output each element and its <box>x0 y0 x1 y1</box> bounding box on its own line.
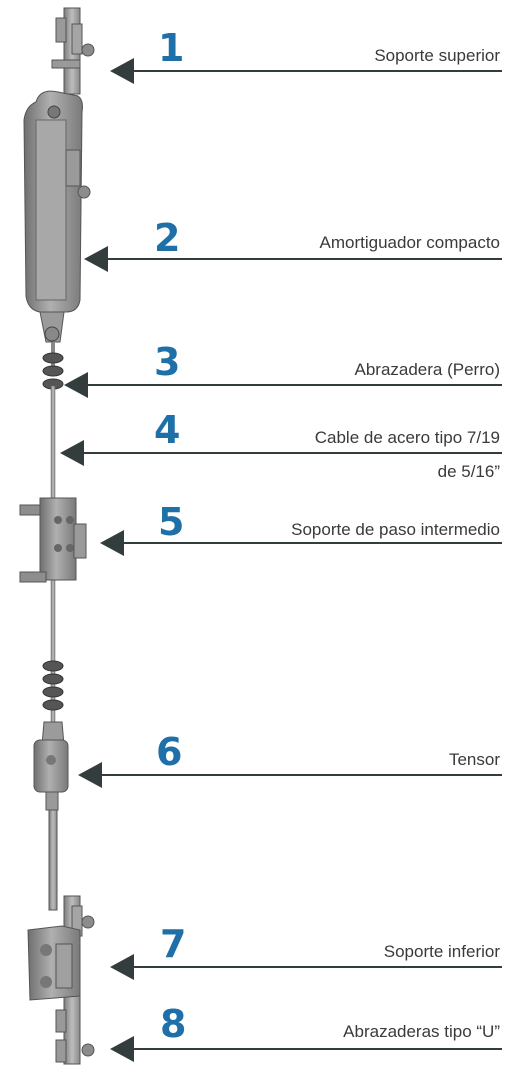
lower-clamps-part <box>42 660 64 711</box>
callout-label: Soporte superior <box>374 46 500 65</box>
callout-label: Soporte de paso intermedio <box>291 520 500 539</box>
callout-4: 4 Cable de acero tipo 7/19 de 5/16” <box>0 410 512 485</box>
callout-number: 8 <box>160 1002 187 1046</box>
arrow-line <box>128 70 502 72</box>
arrow-head-icon <box>60 440 84 466</box>
arrow-head-icon <box>78 762 102 788</box>
callout-number: 1 <box>158 26 185 70</box>
callout-label: Abrazadera (Perro) <box>354 360 500 379</box>
arrow-head-icon <box>110 954 134 980</box>
callout-5: 5 Soporte de paso intermedio <box>0 502 512 562</box>
arrow-line <box>100 258 502 260</box>
arrow-head-icon <box>64 372 88 398</box>
callout-label: Abrazaderas tipo “U” <box>343 1022 500 1041</box>
callout-number: 3 <box>154 340 181 384</box>
turnbuckle-part <box>33 721 69 911</box>
bottom-support-part <box>27 895 95 1065</box>
callout-label: Cable de acero tipo 7/19 <box>314 428 500 447</box>
callout-7: 7 Soporte inferior <box>0 924 512 984</box>
arrow-line <box>82 384 502 386</box>
assembly-drawing <box>19 7 95 1065</box>
arrow-head-icon <box>100 530 124 556</box>
callout-1: 1 Soporte superior <box>0 28 512 88</box>
callout-8: 8 Abrazaderas tipo “U” <box>0 1004 512 1064</box>
callout-2: 2 Amortiguador compacto <box>0 218 512 278</box>
callout-number: 2 <box>154 216 181 260</box>
callout-3: 3 Abrazadera (Perro) <box>0 342 512 402</box>
arrow-head-icon <box>110 58 134 84</box>
arrow-head-icon <box>84 246 108 272</box>
top-support-part <box>51 7 95 95</box>
callout-number: 4 <box>154 408 181 452</box>
arrow-head-icon <box>110 1036 134 1062</box>
callout-6: 6 Tensor <box>0 732 512 792</box>
u-clamps-part <box>55 1009 95 1063</box>
callout-number: 5 <box>158 500 185 544</box>
compact-shock-absorber-part <box>23 90 91 343</box>
arrow-line <box>118 542 502 544</box>
intermediate-support-part <box>19 497 87 583</box>
callout-number: 7 <box>160 922 187 966</box>
callout-label: Soporte inferior <box>383 942 500 961</box>
arrow-line <box>78 452 502 454</box>
callout-label: Tensor <box>448 750 500 769</box>
callout-label: Amortiguador compacto <box>319 233 500 252</box>
upper-clamps-part <box>42 342 64 390</box>
arrow-line <box>128 966 502 968</box>
callout-number: 6 <box>156 730 183 774</box>
arrow-line <box>96 774 502 776</box>
callout-label-line2: de 5/16” <box>437 462 500 481</box>
arrow-line <box>128 1048 502 1050</box>
